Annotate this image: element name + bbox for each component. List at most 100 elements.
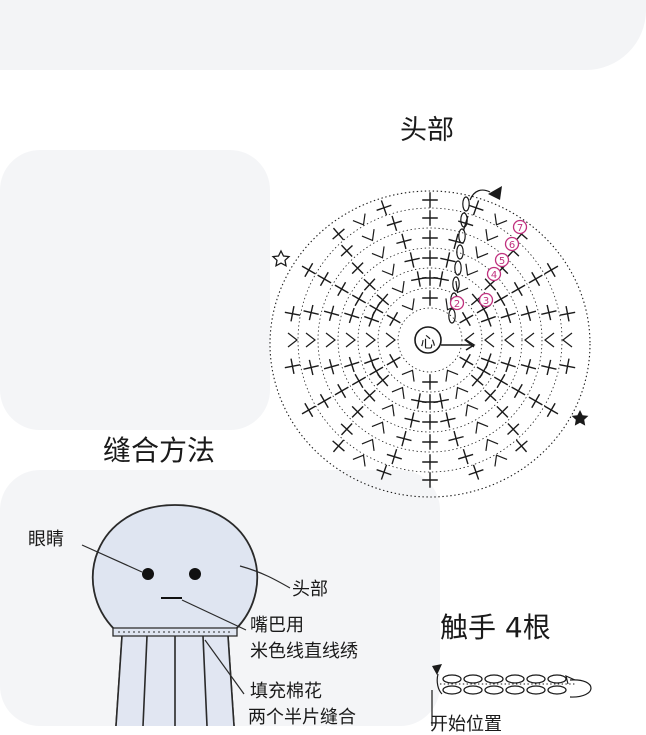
slip-stitch bbox=[458, 228, 466, 244]
stitch-x bbox=[520, 305, 537, 321]
round-marker: 3 bbox=[478, 292, 494, 308]
tentacles bbox=[115, 635, 235, 726]
stitch-x bbox=[334, 383, 349, 399]
slip-stitch bbox=[452, 276, 460, 292]
round-marker: 5 bbox=[494, 252, 510, 268]
stitch-x bbox=[468, 200, 484, 216]
stitch-x bbox=[323, 359, 340, 375]
direction-arrow bbox=[441, 339, 476, 351]
label-mouth-2: 米色线直线绣 bbox=[250, 641, 358, 662]
stitch-x bbox=[317, 393, 332, 409]
filled-star-icon bbox=[571, 410, 589, 426]
label-head: 头部 bbox=[292, 579, 328, 600]
stitch-x bbox=[303, 304, 319, 321]
chain-stitch bbox=[547, 674, 567, 684]
stitch-x bbox=[480, 311, 496, 327]
chart-ring bbox=[269, 190, 591, 498]
stitch-x bbox=[468, 464, 484, 480]
leader-mouth bbox=[181, 599, 247, 631]
stitch-chevron bbox=[401, 298, 415, 311]
stitch-x bbox=[559, 305, 576, 322]
stitch-chevron bbox=[524, 332, 535, 348]
chain-stitch bbox=[526, 685, 546, 695]
stitch-x bbox=[520, 359, 537, 375]
stitch-x bbox=[448, 430, 464, 447]
slip-stitch bbox=[448, 308, 456, 324]
stitch-chevron bbox=[361, 229, 375, 242]
stitch-chevron bbox=[455, 386, 469, 400]
filled-triangle-icon bbox=[488, 186, 502, 200]
slip-stitch bbox=[454, 260, 462, 276]
stitch-x bbox=[459, 353, 474, 369]
stitch-chevron bbox=[305, 332, 316, 348]
stitch-x bbox=[511, 383, 526, 399]
leader-eyes bbox=[81, 544, 143, 573]
foundation-line bbox=[436, 673, 443, 695]
chain-stitch bbox=[526, 674, 546, 684]
chart-stitches bbox=[284, 192, 576, 488]
stitch-x bbox=[332, 227, 345, 241]
stitch-x bbox=[351, 405, 364, 418]
stitch-x bbox=[363, 389, 376, 402]
chain-stitch bbox=[505, 674, 525, 684]
stitch-x bbox=[284, 305, 301, 322]
hollow-star-icon bbox=[271, 249, 291, 268]
seam-end bbox=[469, 189, 491, 201]
chain-stitch bbox=[505, 685, 525, 695]
left-eye bbox=[142, 568, 154, 580]
stitch-chevron bbox=[365, 332, 376, 348]
stitch-x bbox=[528, 393, 543, 409]
stitch-chevron bbox=[381, 263, 395, 276]
filled-triangle-icon bbox=[432, 664, 442, 675]
chart-ring bbox=[357, 267, 503, 413]
stitch-x bbox=[500, 307, 516, 324]
stitch-chevron bbox=[485, 229, 499, 242]
stitch-chevron bbox=[385, 332, 396, 348]
stitch-chevron bbox=[562, 332, 573, 348]
chain-stitch bbox=[484, 685, 504, 695]
stitch-x bbox=[369, 363, 384, 379]
svg-text:6: 6 bbox=[509, 240, 515, 251]
stitch-x bbox=[484, 389, 497, 402]
magic-ring-mark bbox=[414, 326, 442, 354]
stitch-x bbox=[500, 356, 516, 373]
stitch-x bbox=[433, 271, 449, 287]
stitch-x bbox=[334, 281, 349, 297]
stitch-x bbox=[541, 359, 557, 376]
stitch-chevron bbox=[352, 454, 366, 467]
stitch-chevron bbox=[494, 454, 508, 467]
stitch-chevron bbox=[484, 332, 495, 348]
stitch-x bbox=[323, 305, 340, 321]
stitch-x bbox=[351, 291, 367, 307]
stitch-x bbox=[559, 358, 576, 375]
stitch-x bbox=[404, 412, 420, 428]
tentacle-crochet-chart bbox=[431, 664, 592, 726]
chart-ring bbox=[297, 207, 563, 473]
svg-text:3: 3 bbox=[483, 296, 489, 307]
stitch-x bbox=[376, 200, 392, 216]
stitch-x bbox=[411, 393, 427, 409]
stitch-x bbox=[404, 252, 420, 268]
stitch-x bbox=[303, 359, 319, 376]
round-marker: 4 bbox=[486, 266, 502, 282]
stitch-x bbox=[507, 423, 520, 436]
stitch-x bbox=[317, 271, 332, 287]
stitch-x bbox=[369, 301, 384, 317]
label-stuffing-1: 填充棉花 bbox=[250, 681, 322, 702]
stitch-chevron bbox=[494, 213, 508, 226]
stitch-x bbox=[301, 402, 316, 418]
stitch-x bbox=[448, 233, 464, 250]
slip-stitch bbox=[462, 196, 470, 212]
chain-stitch bbox=[484, 674, 504, 684]
stitch-chevron bbox=[504, 332, 515, 348]
stitch-x bbox=[541, 304, 557, 321]
label-mouth-1: 嘴巴用 bbox=[250, 615, 304, 636]
stitch-chevron bbox=[475, 421, 489, 434]
stitch-x bbox=[386, 311, 401, 327]
stitch-x bbox=[411, 271, 427, 287]
stitch-x bbox=[493, 291, 509, 307]
stitch-x bbox=[396, 430, 412, 447]
stitch-x bbox=[363, 278, 376, 291]
stitch-x bbox=[396, 233, 412, 250]
